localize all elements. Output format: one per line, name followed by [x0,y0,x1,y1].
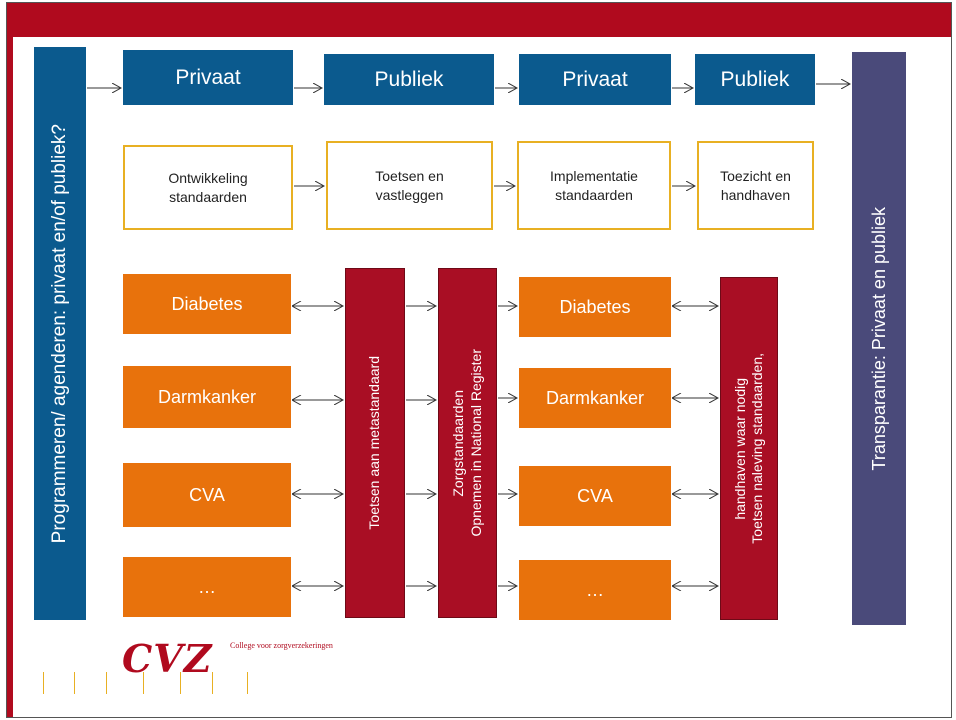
step-line-2: standaarden [169,188,247,205]
agenda-bar: Programmeren/ agenderen: privaat en/of p… [34,47,86,620]
step-toezicht: Toezicht en handhaven [697,141,814,230]
topic-label: Diabetes [559,296,631,317]
topic-label: Darmkanker [545,387,645,408]
cvz-logo-subtitle: College voor zorgverzekeringen [230,641,333,650]
phase-privaat-2: Privaat [519,54,671,105]
logo-decoration [212,672,213,694]
phase-publiek-2: Publiek [695,54,815,105]
phase-label: Publiek [374,67,444,91]
step-line-2: handhaven [720,186,791,203]
phase-label: Privaat [562,67,628,91]
header-band [7,3,951,37]
process-toetsen-naleving: Toetsen naleving standaarden, handhaven … [720,277,778,620]
topic-left-diabetes: Diabetes [123,274,291,334]
step-line-2: vastleggen [375,186,444,203]
logo-decoration [43,672,44,694]
phase-label: Privaat [175,65,241,89]
topic-left-darmkanker: Darmkanker [123,366,291,428]
logo-decoration [247,672,248,694]
topic-label: Darmkanker [157,386,257,407]
logo-decoration [180,672,181,694]
cvz-logo: CVZ [122,636,213,681]
process-toetsen-metastandaard: Toetsen aan metastandaard [345,268,405,618]
topic-right-darmkanker: Darmkanker [519,368,671,428]
slide-frame [6,2,952,718]
step-implementatie: Implementatie standaarden [517,141,671,230]
step-line-1: Implementatie [550,167,638,184]
topic-label: CVA [189,484,225,505]
transparency-bar: Transparantie: Privaat en publiek [852,52,906,625]
logo-decoration [74,672,75,694]
topic-left-more: … [123,557,291,617]
left-accent-strip [7,37,13,717]
step-line-1: Ontwikkeling [168,169,248,186]
step-line-1: Toezicht en [720,167,791,184]
topic-right-cva: CVA [519,466,671,526]
topic-label: CVA [577,485,613,506]
process-opnemen-register: Opnemen in National Register Zorgstandaa… [438,268,497,618]
step-line-2: standaarden [555,186,633,203]
topic-label: … [586,579,604,600]
step-ontwikkeling: Ontwikkeling standaarden [123,145,293,230]
topic-right-more: … [519,560,671,620]
step-line-1: Toetsen en [375,167,444,184]
phase-privaat-1: Privaat [123,50,293,105]
topic-label: Diabetes [171,293,243,314]
topic-label: … [198,576,216,597]
logo-decoration [143,672,144,694]
logo-decoration [106,672,107,694]
step-toetsen: Toetsen en vastleggen [326,141,493,230]
phase-publiek-1: Publiek [324,54,494,105]
topic-left-cva: CVA [123,463,291,527]
phase-label: Publiek [720,67,790,91]
topic-right-diabetes: Diabetes [519,277,671,337]
